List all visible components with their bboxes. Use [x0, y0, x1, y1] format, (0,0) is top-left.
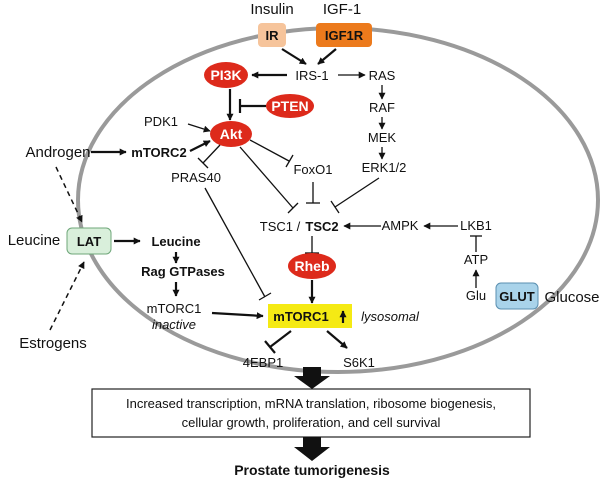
mtorc1-active-box	[268, 304, 352, 328]
igf1-label: IGF-1	[323, 1, 361, 18]
glut-label: GLUT	[499, 289, 534, 304]
arrow-igf1r-irs1	[317, 48, 337, 65]
leucine-extracellular-label: Leucine	[8, 232, 61, 249]
rheb-node	[288, 253, 336, 279]
rag-gtpases-label: Rag GTPases	[141, 264, 225, 279]
prostate-tumorigenesis-label: Prostate tumorigenesis	[234, 462, 390, 478]
big-down-arrow-1	[294, 367, 330, 389]
leucine-intracellular-label: Leucine	[151, 234, 200, 249]
raf-label: RAF	[369, 100, 395, 115]
akt-label: Akt	[220, 126, 243, 142]
pi3k-label: PI3K	[210, 67, 241, 83]
glu-label: Glu	[466, 288, 486, 303]
glucose-label: Glucose	[544, 289, 599, 306]
inhibit-akt-tsc2	[239, 146, 294, 209]
inhibit-mtorc1-4ebp1-bar	[264, 340, 276, 354]
s6k1-label: S6K1	[343, 355, 375, 370]
tsc2-label: TSC2	[305, 219, 338, 234]
dashed-arrow-androgen-lat	[55, 166, 83, 223]
lkb1-label: LKB1	[460, 218, 492, 233]
pten-label: PTEN	[271, 98, 308, 114]
akt-node	[210, 121, 252, 147]
mtorc1-active-label: mTORC1	[273, 309, 328, 324]
igf1r-receptor	[316, 23, 372, 47]
inhibit-pras40-mtorc1-bar	[258, 292, 272, 301]
inhibit-akt-tsc2-bar	[287, 202, 299, 214]
glut-transporter	[495, 282, 539, 310]
inhibit-pras40-mtorc1	[204, 187, 266, 298]
arrow-mtorc1-s6k1	[326, 330, 348, 349]
lysosomal-label: lysosomal	[361, 309, 420, 324]
inhibit-erk-tsc	[334, 177, 380, 208]
ir-receptor	[258, 23, 286, 47]
4ebp1-label: 4EBP1	[243, 355, 283, 370]
ir-label: IR	[266, 28, 280, 43]
inhibit-akt-foxo1-bar	[285, 154, 294, 168]
pdk1-label: PDK1	[144, 114, 178, 129]
mek-label: MEK	[368, 130, 397, 145]
pras40-label: PRAS40	[171, 170, 221, 185]
atp-label: ATP	[464, 252, 488, 267]
pten-node	[266, 94, 314, 118]
ras-label: RAS	[369, 68, 396, 83]
arrow-ir-irs1	[281, 48, 307, 65]
pi3k-node	[204, 62, 248, 88]
ampk-label: AMPK	[382, 218, 419, 233]
inhibit-mtorc1-4ebp1	[269, 330, 292, 348]
big-down-arrow-2	[294, 437, 330, 461]
igf1r-label: IGF1R	[325, 28, 364, 43]
inhibit-akt-pras40	[202, 144, 221, 164]
estrogens-label: Estrogens	[19, 335, 87, 352]
rheb-label: Rheb	[295, 258, 330, 274]
arrow-mtorc1-inactive-active	[211, 311, 264, 320]
irs1-label: IRS-1	[295, 68, 328, 83]
androgen-label: Androgen	[25, 144, 90, 161]
lat-label: LAT	[77, 234, 101, 249]
inactive-label: inactive	[152, 317, 196, 332]
mtorc1-inactive-label: mTORC1	[147, 301, 202, 316]
inhibit-akt-foxo1	[249, 139, 290, 162]
mtorc2-label: mTORC2	[131, 145, 186, 160]
erk-label: ERK1/2	[362, 160, 407, 175]
inhibit-akt-pras40-bar	[197, 157, 209, 169]
insulin-label: Insulin	[250, 1, 293, 18]
arrow-pdk1-akt	[187, 123, 211, 133]
outcome-line2: cellular growth, proliferation, and cell…	[182, 415, 441, 430]
inhibit-erk-tsc-bar	[330, 200, 340, 214]
lat-transporter	[66, 227, 112, 255]
foxo1-label: FoxO1	[293, 162, 332, 177]
tsc1-label: TSC1 /	[260, 219, 301, 234]
outcome-line1: Increased transcription, mRNA translatio…	[126, 396, 496, 411]
outcome-box	[91, 388, 531, 438]
dashed-arrow-estrogens-lat	[49, 261, 85, 331]
arrow-mtorc2-akt	[189, 140, 211, 152]
